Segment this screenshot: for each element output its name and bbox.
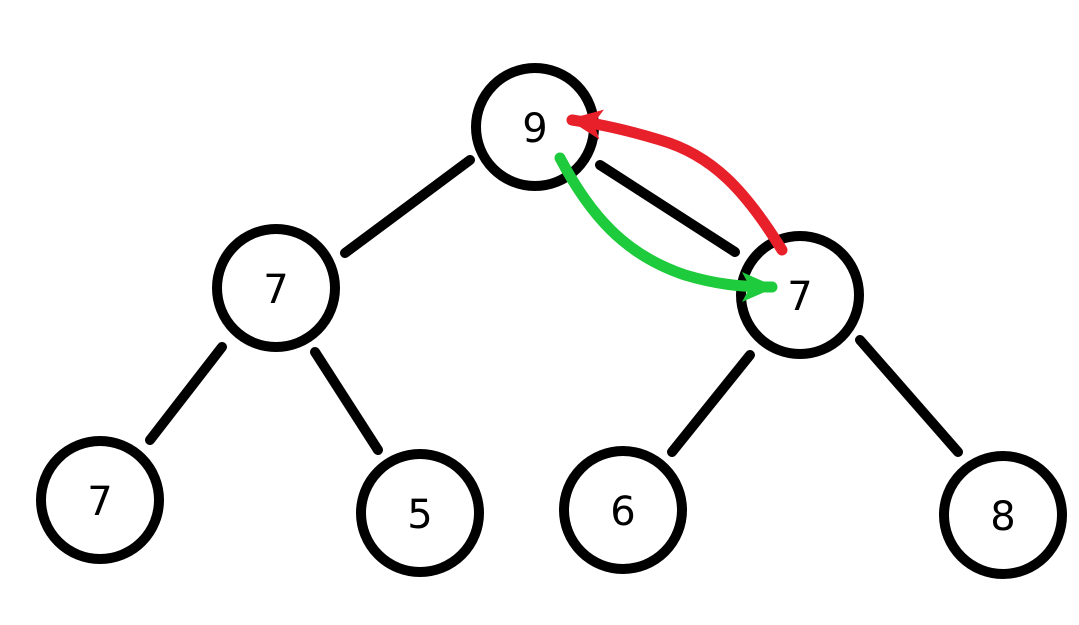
swap-down-arrow [554, 152, 778, 302]
tree-edges [145, 155, 963, 457]
node-left-right-label: 5 [407, 492, 432, 538]
node-left-label: 7 [263, 267, 288, 313]
node-left-left-circle [36, 436, 164, 564]
edge-right-rightleft [667, 350, 755, 457]
edge-left-leftright [310, 347, 383, 455]
edge-left-leftleft [145, 342, 227, 445]
node-left-circle [212, 224, 340, 352]
node-right-left: 6 [559, 446, 687, 574]
edge-root-right [595, 160, 740, 257]
node-right: 7 [736, 231, 864, 359]
node-right-left-circle [559, 446, 687, 574]
node-right-left-label: 6 [610, 489, 635, 535]
node-left-left: 7 [36, 436, 164, 564]
node-right-right: 8 [939, 451, 1067, 579]
node-left-right: 5 [356, 449, 484, 577]
node-right-circle [736, 231, 864, 359]
node-right-right-label: 8 [990, 494, 1015, 540]
node-left-left-label: 7 [87, 479, 112, 525]
node-root-label: 9 [522, 106, 547, 152]
swap-up-arrow [566, 109, 788, 256]
node-right-label: 7 [787, 274, 812, 320]
node-root: 9 [471, 63, 599, 191]
swap-arrows [554, 109, 788, 302]
node-left-right-circle [356, 449, 484, 577]
node-right-right-circle [939, 451, 1067, 579]
edge-right-rightright [855, 335, 963, 457]
tree-nodes: 9 7 7 7 5 6 8 [36, 63, 1067, 579]
node-left: 7 [212, 224, 340, 352]
edge-root-left [340, 155, 475, 258]
